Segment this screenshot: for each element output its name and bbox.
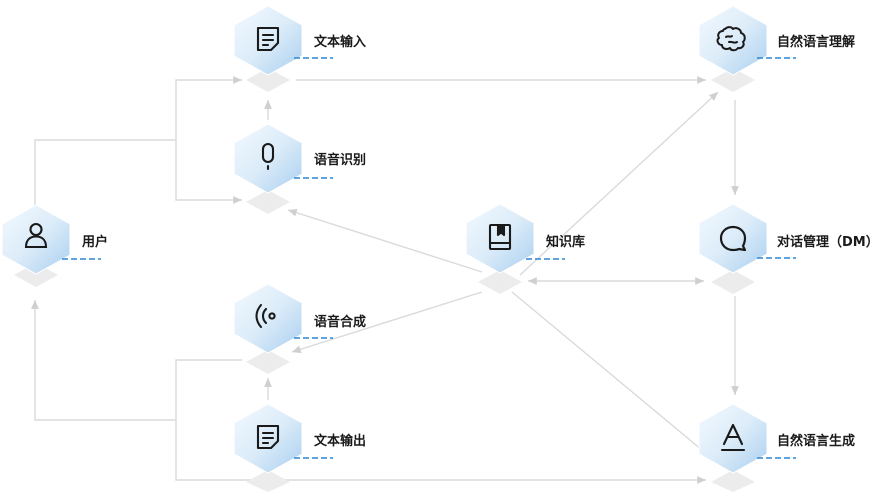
hex-shadow bbox=[711, 470, 755, 492]
node-label: 语音合成 bbox=[314, 314, 366, 330]
edge-kb-to-nlg bbox=[511, 291, 709, 456]
node-label: 对话管理（DM） bbox=[777, 234, 879, 250]
node-label: 自然语言理解 bbox=[777, 34, 855, 50]
sound-wave-icon bbox=[255, 303, 276, 329]
node-text-input: 文本输入 bbox=[233, 5, 366, 92]
node-knowledge-base: 知识库 bbox=[465, 203, 585, 294]
hex-shadow bbox=[246, 190, 290, 214]
node-user: 用户 bbox=[1, 204, 108, 287]
node-label: 文本输出 bbox=[314, 433, 366, 449]
brain-icon bbox=[716, 26, 746, 52]
connectors bbox=[31, 76, 739, 484]
chat-bubble-icon bbox=[719, 225, 747, 252]
node-text-output: 文本输出 bbox=[233, 403, 366, 492]
hex-shadow bbox=[14, 263, 58, 287]
hex-shadow bbox=[246, 68, 290, 92]
hex-shadow bbox=[478, 270, 522, 294]
node-label: 文本输入 bbox=[314, 34, 366, 50]
document-icon bbox=[256, 424, 280, 450]
edge-kb-to-speech-recognition bbox=[287, 208, 483, 273]
hex-shadow bbox=[246, 350, 290, 374]
hex-badge bbox=[233, 283, 303, 354]
hex-badge bbox=[698, 403, 768, 474]
node-label: 知识库 bbox=[546, 234, 585, 250]
user-icon bbox=[24, 222, 48, 249]
node-nlu: 自然语言理解 bbox=[698, 5, 855, 92]
book-icon bbox=[488, 223, 512, 251]
hex-shadow bbox=[711, 68, 755, 92]
node-speech-synthesis: 语音合成 bbox=[233, 283, 366, 374]
node-label: 自然语言生成 bbox=[777, 433, 855, 449]
edge-user-to-text-input bbox=[34, 76, 242, 208]
document-icon bbox=[256, 26, 280, 52]
edge-kb-to-nlu bbox=[519, 91, 719, 276]
node-speech-recognition: 语音识别 bbox=[233, 123, 366, 214]
hex-shadow bbox=[711, 270, 755, 294]
edge-kb-to-speech-synthesis bbox=[291, 291, 483, 354]
letter-a-icon bbox=[720, 423, 746, 452]
node-label: 语音识别 bbox=[314, 152, 366, 168]
hex-badge bbox=[465, 203, 535, 274]
node-nlg: 自然语言生成 bbox=[698, 403, 855, 492]
edge-text-output-to-nlg bbox=[175, 420, 706, 484]
hex-badge bbox=[698, 203, 768, 274]
hex-badge bbox=[698, 5, 768, 76]
edge-user-to-speech-recognition bbox=[175, 140, 242, 204]
hex-badge bbox=[1, 204, 71, 275]
hex-shadow bbox=[246, 470, 290, 492]
microphone-icon bbox=[261, 142, 275, 171]
edge-text-output-to-user bbox=[31, 300, 242, 421]
hex-badge bbox=[233, 123, 303, 194]
node-dm: 对话管理（DM） bbox=[698, 203, 879, 294]
node-label: 用户 bbox=[81, 234, 108, 250]
